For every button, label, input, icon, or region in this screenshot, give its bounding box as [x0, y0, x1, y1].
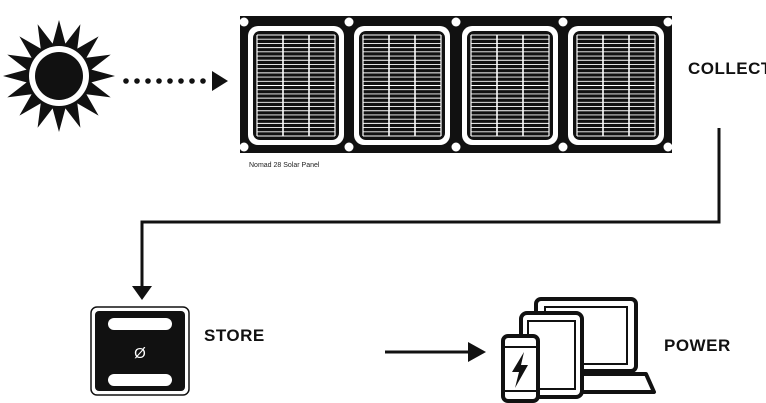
power-station-symbol: Ø: [134, 345, 146, 362]
solar-panel-icon: [240, 16, 673, 153]
panel-caption: Nomad 28 Solar Panel: [249, 162, 319, 169]
sun-icon: [3, 20, 115, 132]
flow-arrow-collect-to-store: [132, 128, 719, 300]
light-arrow: [123, 71, 228, 91]
collect-label: COLLECT: [688, 59, 766, 79]
devices-icon: [503, 299, 654, 401]
flow-arrow-store-to-power: [385, 342, 486, 362]
store-label: STORE: [204, 326, 265, 346]
power-station-icon: Ø: [91, 307, 189, 395]
power-label: POWER: [664, 336, 731, 356]
